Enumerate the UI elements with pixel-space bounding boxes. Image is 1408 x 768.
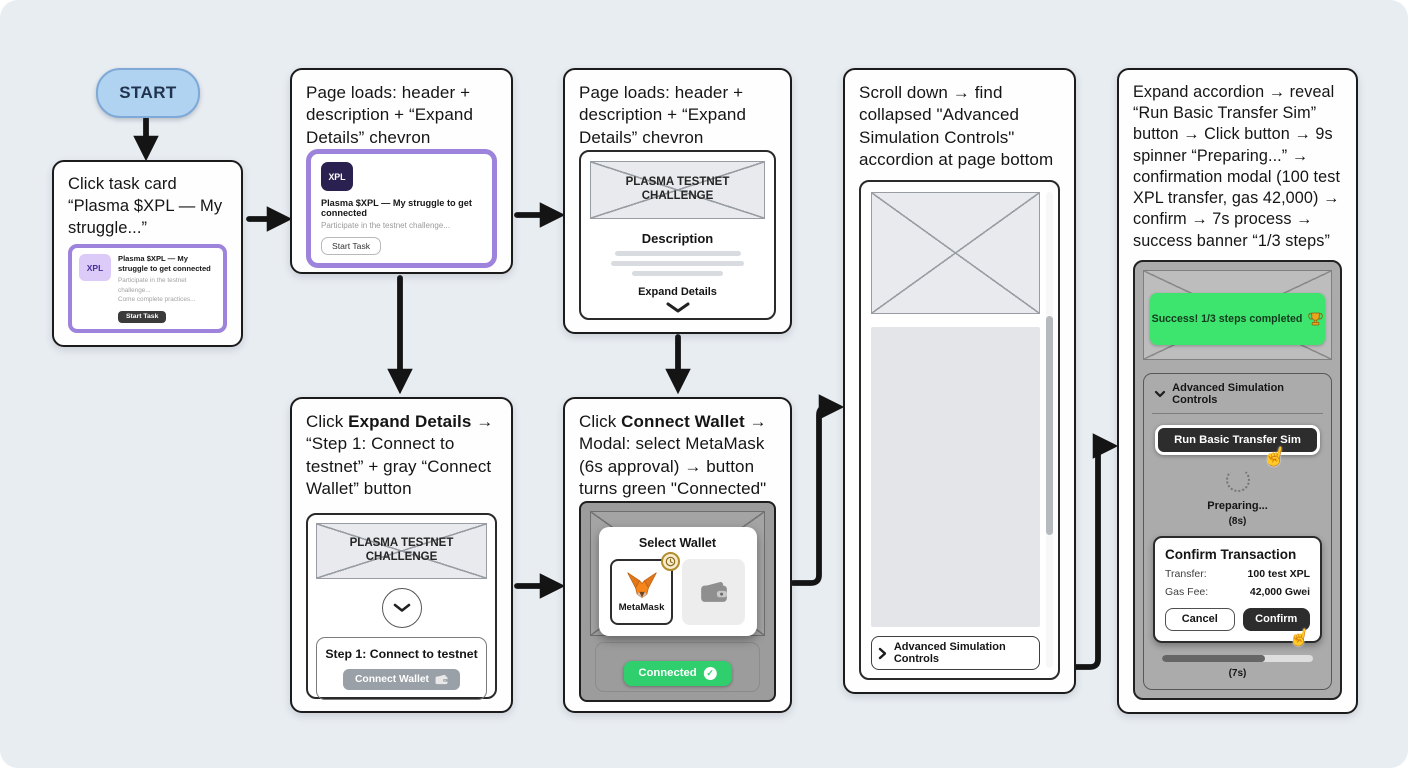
modal-buttons: Cancel Confirm ☝ [1165, 607, 1312, 649]
scrollbar[interactable] [1046, 191, 1053, 668]
step-caption: Page loads: header + description + “Expa… [306, 83, 474, 147]
chevron-down-icon [1154, 390, 1166, 397]
confirm-button[interactable]: Confirm ☝ [1242, 607, 1312, 649]
task-desc: Participate in the testnet challenge... [321, 221, 450, 231]
metamask-fox-icon [626, 572, 657, 598]
transfer-label: Transfer: [1165, 567, 1207, 580]
page-wireframe-scrolled: Advanced Simulation Controls [859, 179, 1060, 680]
clock-icon [661, 551, 680, 571]
modal-title: Select Wallet [638, 535, 717, 550]
simulation-ui: Success! 1/3 steps completed Advanced Si… [1133, 259, 1342, 700]
confirm-transaction-modal: Confirm Transaction Transfer: 100 test X… [1153, 535, 1322, 649]
scrollbar-thumb[interactable] [1046, 315, 1053, 535]
other-wallet-option[interactable] [682, 558, 745, 625]
image-placeholder: PLASMA TESTNET CHALLENGE [316, 523, 487, 579]
cursor-hand-icon: ☝ [1261, 444, 1289, 470]
accordion-header-expanded[interactable]: Advanced Simulation Controls [1152, 382, 1323, 414]
wallet-options: MetaMask [609, 551, 747, 625]
progress-bar-fill [1162, 654, 1265, 662]
skeleton-line [632, 271, 723, 276]
success-banner: Success! 1/3 steps completed [1150, 292, 1325, 345]
preparing-label: Preparing... [1207, 499, 1268, 512]
transfer-row: Transfer: 100 test XPL [1165, 568, 1310, 580]
skeleton-line [611, 261, 744, 266]
expand-details-label[interactable]: Expand Details [638, 286, 717, 298]
skeleton-line [614, 251, 741, 256]
advanced-simulation-controls-accordion[interactable]: Advanced Simulation Controls [871, 636, 1040, 670]
flow-box-scroll-down: Scroll down → find collapsed "Advanced S… [843, 68, 1076, 694]
flow-box-click-connect-wallet: Click Connect Wallet → Modal: select Met… [563, 397, 792, 713]
task-card-thumbnail[interactable]: XPL Plasma $XPL — My struggle to get con… [68, 244, 227, 333]
gas-fee-value: 42,000 Gwei [1249, 585, 1310, 598]
wallet-icon [435, 674, 448, 685]
page-header: PLASMA TESTNET CHALLENGE [625, 176, 730, 202]
run-button-label: Run Basic Transfer Sim [1174, 433, 1301, 446]
flow-box-click-task-card: Click task card “Plasma $XPL — My strugg… [52, 160, 243, 347]
image-placeholder: PLASMA TESTNET CHALLENGE [590, 161, 765, 219]
accordion-label: Advanced Simulation Controls [893, 641, 1006, 665]
cursor-hand-icon: ☝ [1287, 625, 1312, 649]
metamask-label: MetaMask [618, 601, 665, 613]
step1-title: Step 1: Connect to testnet [325, 647, 478, 661]
page-header: PLASMA TESTNET CHALLENGE [349, 537, 454, 563]
connected-button[interactable]: Connected ✓ [623, 660, 732, 686]
run-basic-transfer-sim-button[interactable]: Run Basic Transfer Sim ☝ [1155, 424, 1320, 470]
check-icon: ✓ [703, 666, 717, 680]
connect-wallet-label: Connect Wallet [355, 674, 429, 685]
task-page-card: XPL Plasma $XPL — My struggle to get con… [306, 149, 497, 269]
description-label: Description [641, 231, 714, 246]
chevron-down-icon [393, 603, 410, 612]
chevron-right-icon [878, 647, 886, 659]
gas-fee-label: Gas Fee: [1165, 585, 1209, 598]
arrow-box7-to-box4 [790, 394, 845, 586]
step1-panel: Step 1: Connect to testnet Connect Walle… [316, 637, 487, 700]
spinner-icon [1225, 467, 1250, 492]
start-task-button[interactable]: Start Task [321, 237, 382, 256]
task-card-desc: Participate in the testnet challenge... … [118, 277, 196, 304]
confirm-button-label: Confirm [1255, 613, 1298, 626]
flow-box-page-loads-2: Page loads: header + description + “Expa… [563, 68, 792, 334]
select-wallet-modal: Select Wallet MetaMask [598, 526, 757, 636]
chevron-circle[interactable] [381, 588, 422, 628]
process-time: (7s) [1228, 667, 1247, 679]
flow-box-click-expand-details: Click Expand Details → “Step 1: Connect … [290, 397, 513, 713]
wallet-icon [700, 581, 727, 602]
step-caption: Click Expand Details → “Step 1: Connect … [306, 412, 494, 499]
step-caption: Expand accordion → reveal “Run Basic Tra… [1133, 83, 1341, 250]
page-wireframe: PLASMA TESTNET CHALLENGE Description Exp… [579, 150, 776, 320]
xpl-badge: XPL [79, 254, 111, 282]
success-banner-text: Success! 1/3 steps completed [1151, 312, 1303, 325]
chevron-down-icon[interactable] [590, 301, 765, 314]
preparing-time: (8s) [1228, 515, 1247, 527]
trophy-icon [1308, 312, 1324, 326]
flow-box-page-loads-1: Page loads: header + description + “Expa… [290, 68, 513, 274]
metamask-option[interactable]: MetaMask [610, 551, 680, 625]
wallet-modal-wireframe: Select Wallet MetaMask [579, 500, 776, 702]
start-task-button[interactable]: Start Task [118, 310, 167, 323]
task-card-body: Plasma $XPL — My struggle to get connect… [118, 254, 216, 323]
xpl-badge: XPL [321, 162, 353, 192]
image-placeholder: Success! 1/3 steps completed [1143, 269, 1332, 360]
step-caption: Click task card “Plasma $XPL — My strugg… [68, 175, 223, 237]
gas-fee-row: Gas Fee: 42,000 Gwei [1165, 586, 1310, 598]
transfer-value: 100 test XPL [1247, 567, 1310, 580]
advanced-simulation-panel: Advanced Simulation Controls Run Basic T… [1143, 372, 1332, 690]
connect-wallet-button[interactable]: Connect Wallet [343, 669, 460, 690]
content-block [871, 326, 1040, 627]
flow-box-expand-accordion: Expand accordion → reveal “Run Basic Tra… [1117, 68, 1358, 714]
accordion-label: Advanced Simulation Controls [1172, 381, 1285, 406]
dimmed-panel [595, 641, 760, 692]
step-caption: Page loads: header + description + “Expa… [579, 83, 747, 147]
step-caption: Scroll down → find collapsed "Advanced S… [859, 83, 1054, 170]
start-node[interactable]: START [96, 68, 200, 118]
connected-label: Connected [638, 667, 697, 680]
step-caption: Click Connect Wallet → Modal: select Met… [579, 412, 767, 499]
modal-title: Confirm Transaction [1165, 546, 1297, 562]
image-placeholder [871, 191, 1040, 314]
cancel-button[interactable]: Cancel [1165, 607, 1235, 631]
progress-bar [1162, 654, 1313, 662]
page-wireframe-expanded: PLASMA TESTNET CHALLENGE Step 1: Connect… [306, 513, 497, 700]
task-title: Plasma $XPL — My struggle to get connect… [321, 198, 472, 219]
task-card-title: Plasma $XPL — My struggle to get connect… [118, 254, 211, 274]
